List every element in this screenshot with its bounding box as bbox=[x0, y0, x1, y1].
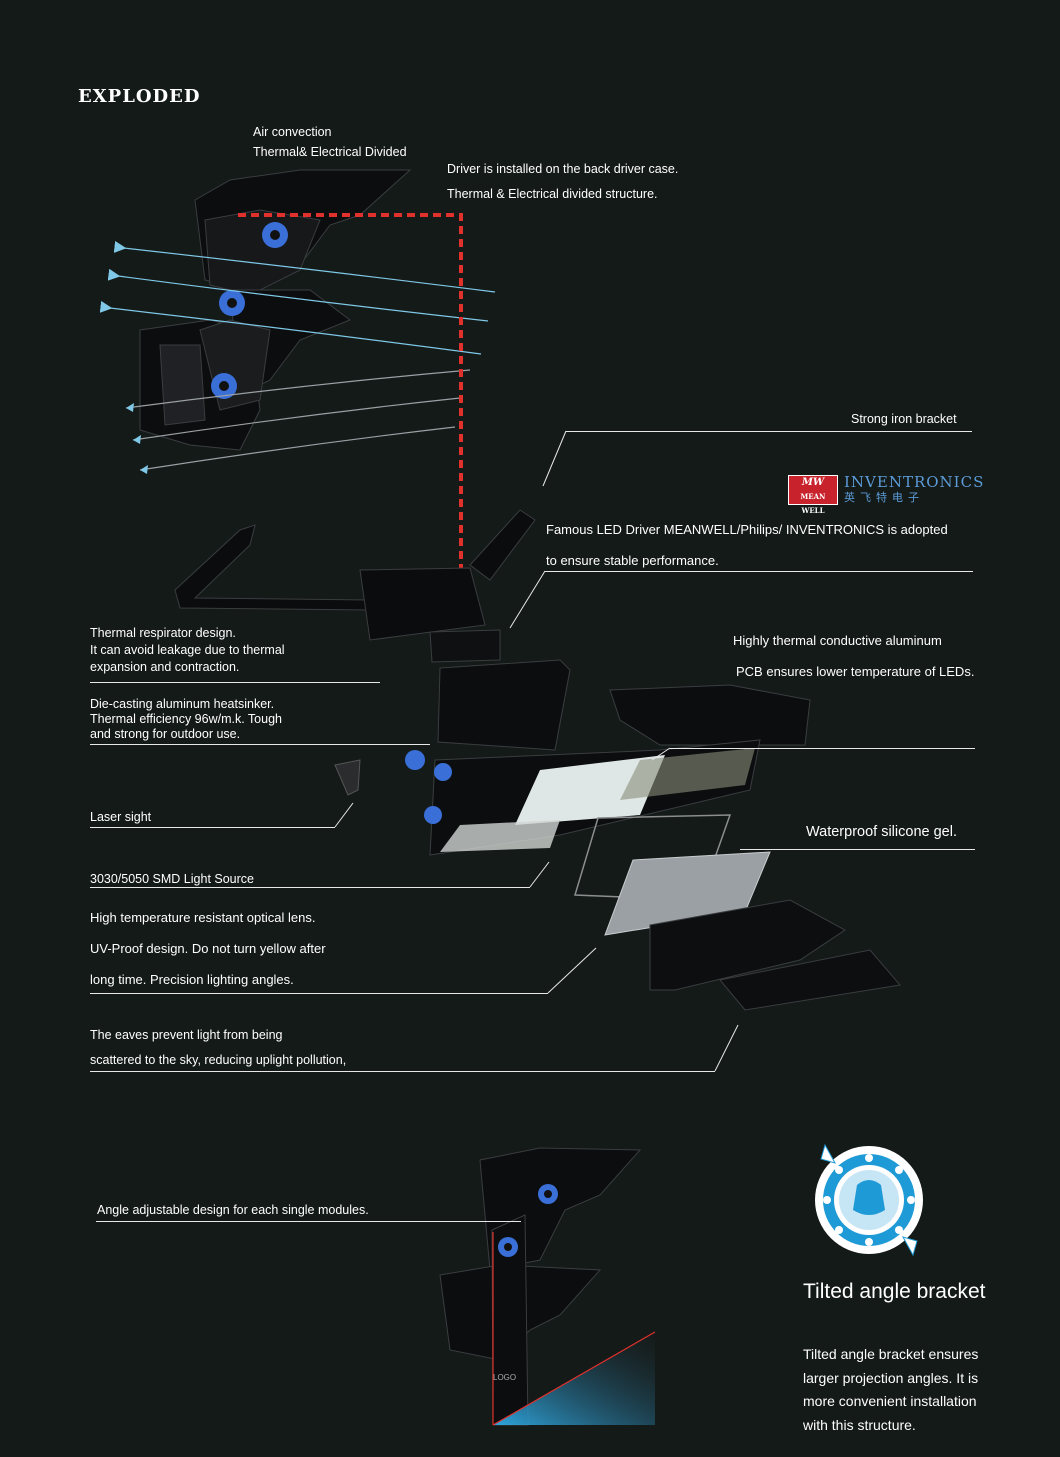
inventronics-logo: INVENTRONICS 英飞特电子 bbox=[844, 473, 985, 504]
label-angle-adjustable: Angle adjustable design for each single … bbox=[97, 1203, 369, 1217]
airflow-arrow-heads bbox=[126, 403, 148, 474]
label-eaves-1: The eaves prevent light from being bbox=[90, 1028, 283, 1042]
label-stable-performance: to ensure stable performance. bbox=[546, 553, 719, 568]
label-pcb-2: PCB ensures lower temperature of LEDs. bbox=[736, 664, 975, 679]
label-lens-1: High temperature resistant optical lens. bbox=[90, 910, 316, 925]
label-respirator-2: It can avoid leakage due to thermal bbox=[90, 643, 285, 657]
led-module-knob-icon bbox=[405, 750, 452, 824]
adjust-knob-icon bbox=[211, 222, 288, 399]
callout-line-gel bbox=[740, 849, 975, 850]
label-respirator-1: Thermal respirator design. bbox=[90, 626, 236, 640]
label-air-convection: Air convection bbox=[253, 125, 332, 139]
heatsink bbox=[437, 659, 811, 751]
label-pcb-1: Highly thermal conductive aluminum bbox=[733, 633, 942, 648]
callout-line-lens bbox=[90, 993, 548, 994]
tilted-para-2: larger projection angles. It is bbox=[803, 1370, 979, 1386]
callout-line-eaves bbox=[90, 1071, 715, 1072]
callout-line-smd bbox=[90, 887, 530, 888]
label-diecast-2: Thermal efficiency 96w/m.k. Tough bbox=[90, 712, 282, 726]
tilted-para-4: with this structure. bbox=[803, 1417, 916, 1433]
label-diecast-1: Die-casting aluminum heatsinker. bbox=[90, 697, 275, 711]
callout-line-laser bbox=[90, 827, 335, 828]
label-driver-structure: Thermal & Electrical divided structure. bbox=[447, 187, 658, 201]
tilted-para-3: more convenient installation bbox=[803, 1393, 977, 1409]
callout-line-respirator bbox=[90, 682, 380, 683]
tilt-angle-edge bbox=[492, 1232, 656, 1426]
bottom-knob-icon bbox=[498, 1184, 558, 1257]
laser-sight-part bbox=[334, 759, 361, 796]
page-title: EXPLODED bbox=[78, 86, 201, 107]
label-famous-driver: Famous LED Driver MEANWELL/Philips/ INVE… bbox=[546, 522, 948, 537]
driver-box bbox=[429, 629, 501, 663]
assembled-fixture-bottom bbox=[439, 1147, 642, 1426]
callout-line-driver bbox=[545, 571, 973, 572]
label-silicone-gel: Waterproof silicone gel. bbox=[806, 824, 957, 840]
assembled-fixture-top bbox=[139, 169, 412, 451]
callout-line-heatsink bbox=[90, 744, 430, 745]
label-thermal-divided: Thermal& Electrical Divided bbox=[253, 145, 407, 159]
label-iron-bracket: Strong iron bracket bbox=[851, 412, 957, 426]
label-diecast-3: and strong for outdoor use. bbox=[90, 727, 241, 741]
eaves bbox=[649, 899, 901, 1011]
label-eaves-2: scattered to the sky, reducing uplight p… bbox=[90, 1053, 347, 1067]
label-laser-sight: Laser sight bbox=[90, 810, 152, 824]
callout-line-pcb bbox=[670, 748, 975, 749]
callout-line-bracket bbox=[566, 431, 972, 432]
led-module bbox=[429, 739, 761, 856]
label-lens-2: UV-Proof design. Do not turn yellow afte… bbox=[90, 941, 326, 956]
thermal-electrical-divider bbox=[238, 213, 463, 578]
label-driver-installed: Driver is installed on the back driver c… bbox=[447, 162, 679, 176]
tilted-bracket-badge-icon bbox=[815, 1143, 923, 1257]
callout-line-angle bbox=[96, 1221, 521, 1222]
tilted-para-1: Tilted angle bracket ensures bbox=[803, 1346, 979, 1362]
label-lens-3: long time. Precision lighting angles. bbox=[90, 972, 294, 987]
tilted-heading: Tilted angle bracket bbox=[803, 1280, 986, 1303]
label-respirator-3: expansion and contraction. bbox=[90, 660, 240, 674]
iron-bracket bbox=[174, 509, 536, 641]
airflow-arrows bbox=[99, 240, 496, 471]
logo-mark: LOGO bbox=[493, 1373, 517, 1382]
label-smd-source: 3030/5050 SMD Light Source bbox=[90, 872, 254, 886]
